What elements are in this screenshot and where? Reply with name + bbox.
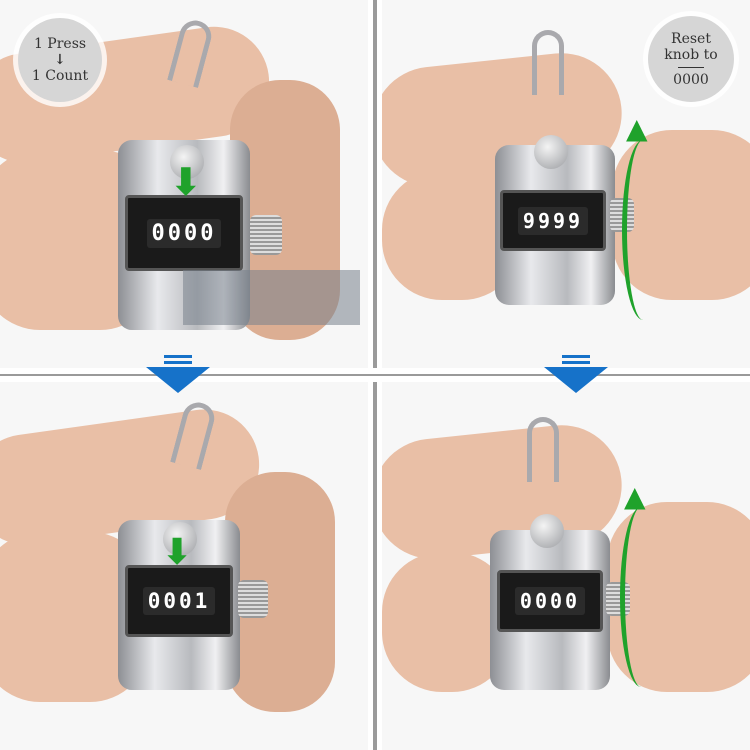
counter-display: 9999 xyxy=(500,190,606,251)
counter-digits: 0000 xyxy=(146,218,222,248)
green-arrowhead-icon: ▲ xyxy=(624,480,646,513)
counter-button xyxy=(530,514,564,548)
green-rotate-arrow-icon xyxy=(622,140,657,320)
panel-press-after: 0001 ⬇ xyxy=(0,382,368,750)
green-rotate-arrow-icon xyxy=(620,507,655,687)
green-down-arrow-icon: ⬇ xyxy=(170,160,202,204)
counter-digits: 0001 xyxy=(142,587,216,615)
green-down-arrow-icon: ⬇ xyxy=(162,532,193,573)
blue-down-arrow-icon xyxy=(146,355,210,393)
counter-button xyxy=(170,145,204,179)
counter-hook xyxy=(527,417,559,482)
counter-display: 0001 xyxy=(125,565,233,637)
counter-display: 0000 xyxy=(497,570,603,632)
gray-overlay xyxy=(183,270,360,325)
reset-knob xyxy=(238,580,268,618)
down-arrow-icon: ↓ xyxy=(54,52,66,68)
panel-press-before: 0000 ⬇ 1 Press ↓ 1 Count xyxy=(0,0,368,368)
reset-badge: Reset knob to 0000 xyxy=(648,16,734,102)
press-badge: 1 Press ↓ 1 Count xyxy=(18,18,102,102)
counter-digits: 9999 xyxy=(517,206,589,235)
green-arrowhead-icon: ▲ xyxy=(626,112,648,145)
horizontal-divider-line xyxy=(0,374,750,376)
counter-button xyxy=(534,135,568,169)
blue-down-arrow-icon xyxy=(544,355,608,393)
panel-reset-before: 9999 ▲ Reset knob to 0000 xyxy=(382,0,750,368)
counter-display: 0000 xyxy=(125,195,243,271)
panel-reset-after: 0000 ▲ xyxy=(382,382,750,750)
counter-button xyxy=(163,522,197,556)
counter-digits: 0000 xyxy=(514,587,586,615)
counter-hook xyxy=(532,30,564,95)
reset-knob xyxy=(250,215,282,255)
badge-rule xyxy=(678,66,704,68)
